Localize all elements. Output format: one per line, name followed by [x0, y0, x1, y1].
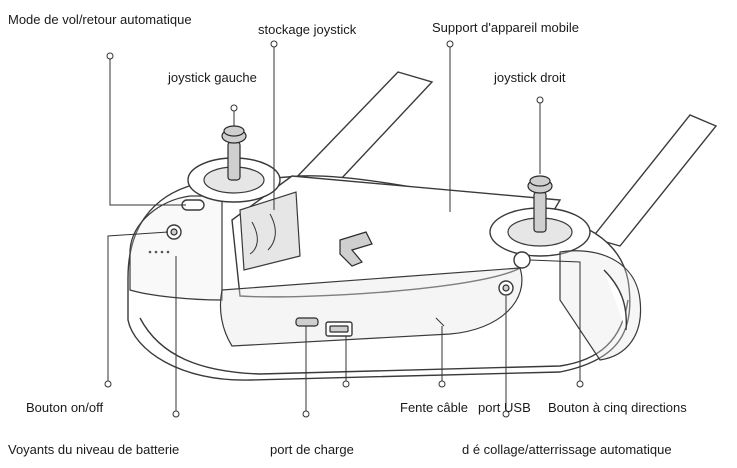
- battery-led-2: [155, 251, 158, 254]
- label-takeoff-landing: d é collage/atterrissage automatique: [462, 442, 672, 458]
- label-charging-port: port de charge: [270, 442, 354, 458]
- label-phone-holder: Support d'appareil mobile: [432, 20, 579, 36]
- label-five-way-button: Bouton à cinq directions: [548, 400, 687, 416]
- right-stick-shaft: [534, 192, 546, 232]
- label-left-joystick: joystick gauche: [168, 70, 257, 86]
- left-stick-shaft: [228, 142, 240, 180]
- label-flight-mode-rth: Mode de vol/retour automatique: [8, 12, 192, 28]
- right-holder-arm: [592, 115, 716, 246]
- label-usb-port: port USB: [478, 400, 531, 416]
- battery-led-3: [161, 251, 164, 254]
- label-joystick-storage: stockage joystick: [258, 22, 356, 38]
- label-cable-slot: Fente câble: [400, 400, 468, 416]
- label-right-joystick: joystick droit: [494, 70, 566, 86]
- label-battery-leds: Voyants du niveau de batterie: [8, 442, 179, 458]
- charging-port: [296, 318, 318, 326]
- battery-led-1: [149, 251, 152, 254]
- battery-led-4: [167, 251, 170, 254]
- label-power-button: Bouton on/off: [26, 400, 103, 416]
- five-way-button: [514, 252, 530, 268]
